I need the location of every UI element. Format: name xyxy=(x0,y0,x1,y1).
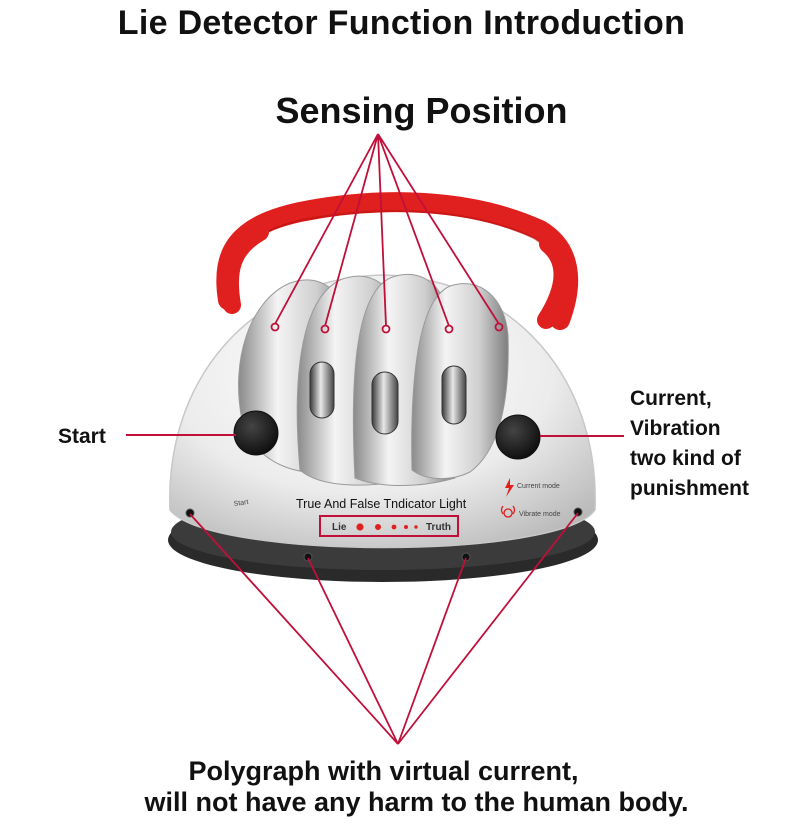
punishment-label-line: Vibration xyxy=(630,417,721,440)
strap-front xyxy=(537,235,572,329)
vibrate-mode-text: Vibrate mode xyxy=(519,511,561,518)
base-sensors xyxy=(185,507,583,562)
indicator-lights xyxy=(356,523,418,531)
start-label: Start xyxy=(58,425,106,448)
lie-text: Lie xyxy=(332,522,347,533)
base-sensor-lines xyxy=(189,512,579,745)
start-button xyxy=(233,410,279,456)
sensing-lines xyxy=(274,133,500,327)
sensing-position-label: Sensing Position xyxy=(275,90,568,131)
truth-text: Truth xyxy=(426,522,451,533)
indicator-box xyxy=(319,515,459,537)
current-mode-text: Current mode xyxy=(517,483,560,490)
metal-electrodes xyxy=(309,361,467,435)
mode-button xyxy=(495,414,541,460)
punishment-label-line: Current, xyxy=(630,387,712,410)
punishment-label: Current, Vibration two kind of punishmen… xyxy=(630,384,800,504)
lightning-icon xyxy=(505,478,514,497)
indicator-light-label: True And False Tndicator Light xyxy=(296,497,467,511)
footer-line-1: Polygraph with virtual current, xyxy=(188,756,579,786)
page-title: Lie Detector Function Introduction xyxy=(117,4,686,42)
device-start-text: Start xyxy=(233,499,249,508)
punishment-label-line: punishment xyxy=(630,477,749,500)
footer-line-2: will not have any harm to the human body… xyxy=(144,787,689,817)
punishment-label-line: two kind of xyxy=(630,447,741,470)
vibrate-icon xyxy=(500,505,516,518)
